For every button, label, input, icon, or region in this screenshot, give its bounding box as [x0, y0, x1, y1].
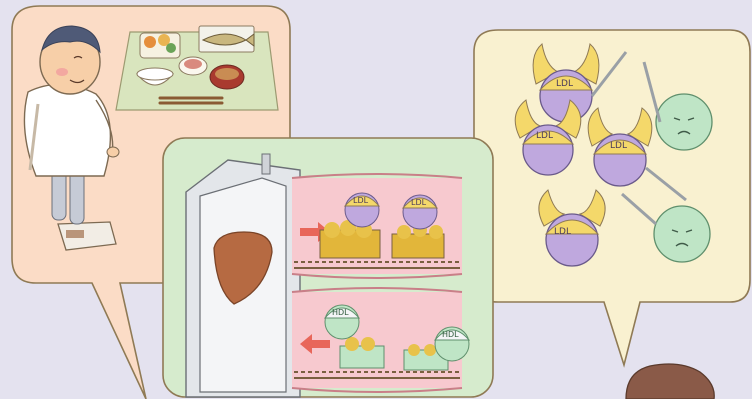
liver-organ-icon	[186, 154, 300, 397]
blood-vessel-lower: HDL HDL	[292, 288, 469, 392]
hdl-label: HDL	[442, 330, 459, 339]
blood-vessel-upper: LDL LDL	[292, 174, 462, 278]
speech-bubble-right	[474, 30, 750, 365]
ldl-label: LDL	[554, 227, 571, 237]
ldl-label: LDL	[610, 141, 627, 151]
ldl-label: LDL	[536, 131, 553, 141]
ldl-label: LDL	[556, 79, 573, 89]
ldl-label: LDL	[353, 196, 369, 205]
hdl-label: HDL	[332, 308, 349, 317]
meal-tray-icon	[116, 26, 278, 110]
ldl-label: LDL	[411, 198, 427, 207]
woman-head-icon	[626, 364, 714, 399]
